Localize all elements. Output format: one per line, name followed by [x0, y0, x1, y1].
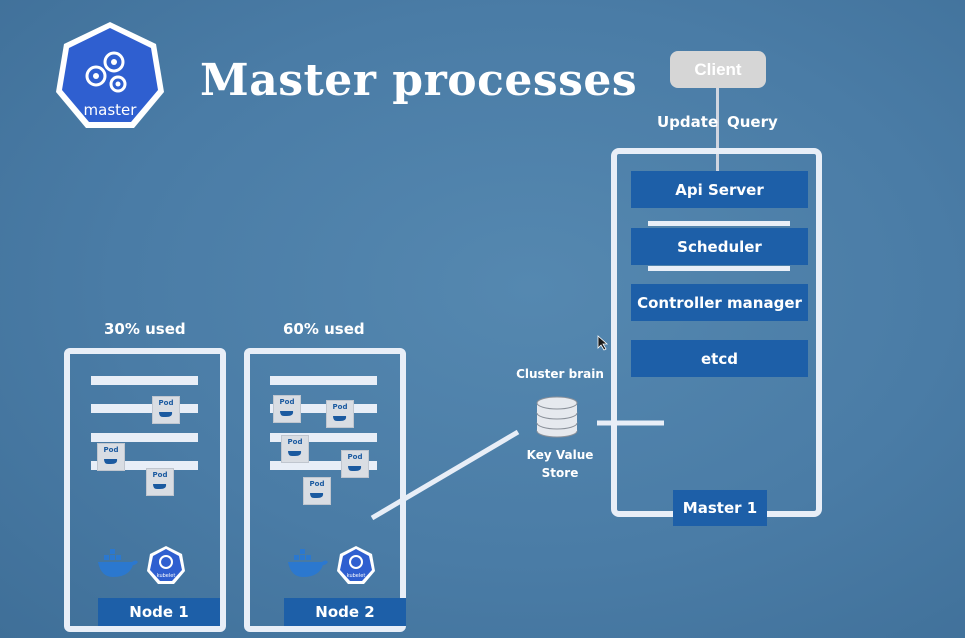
kv-line2: Store	[541, 466, 579, 480]
kubelet-icon: kubelet	[337, 546, 375, 584]
pod-icon: Pod	[152, 396, 180, 424]
logo-label: master	[84, 101, 138, 119]
kubernetes-master-logo: master	[56, 22, 164, 128]
scheduler-bottom-bar	[648, 266, 790, 271]
node1-frame	[64, 348, 226, 632]
pod-icon: Pod	[273, 395, 301, 423]
node-to-store-line	[370, 429, 520, 521]
pod-icon: Pod	[303, 477, 331, 505]
node2-shelf	[270, 433, 377, 442]
node1-shelf	[91, 404, 198, 413]
pod-icon: Pod	[97, 443, 125, 471]
client-box: Client	[670, 51, 766, 88]
pod-icon: Pod	[341, 450, 369, 478]
node1-shelf	[91, 376, 198, 385]
node2-usage: 60% used	[283, 320, 365, 338]
kubelet-label: kubelet	[157, 573, 176, 579]
pod-icon: Pod	[326, 400, 354, 428]
scheduler-top-bar	[648, 221, 790, 226]
node1-shelf	[91, 461, 198, 470]
client-connector-line	[716, 88, 719, 172]
pod-icon: Pod	[146, 468, 174, 496]
node2-label: Node 2	[284, 598, 406, 626]
node2-frame	[244, 348, 406, 632]
docker-icon	[288, 549, 328, 577]
kubelet-icon: kubelet	[147, 546, 185, 584]
kubelet-label: kubelet	[347, 573, 366, 579]
node1-shelf	[91, 433, 198, 442]
page-title: Master processes	[200, 55, 638, 106]
cluster-brain-label: Cluster brain	[516, 367, 604, 381]
scheduler-box: Scheduler	[631, 228, 808, 265]
docker-icon	[98, 549, 138, 577]
pod-icon: Pod	[281, 435, 309, 463]
database-icon	[536, 396, 578, 438]
node1-usage: 30% used	[104, 320, 186, 338]
query-label: Query	[727, 113, 778, 131]
node2-shelf	[270, 404, 377, 413]
node1-label: Node 1	[98, 598, 220, 626]
update-label: Update	[657, 113, 719, 131]
mouse-cursor-icon	[597, 335, 609, 351]
kv-line1: Key Value	[526, 448, 594, 462]
etcd-box: etcd	[631, 340, 808, 377]
controller-manager-box: Controller manager	[631, 284, 808, 321]
node2-shelf	[270, 461, 377, 470]
master-label: Master 1	[673, 490, 767, 526]
key-value-store-label: Key Value Store	[510, 446, 610, 482]
node2-shelf	[270, 376, 377, 385]
api-server-box: Api Server	[631, 171, 808, 208]
